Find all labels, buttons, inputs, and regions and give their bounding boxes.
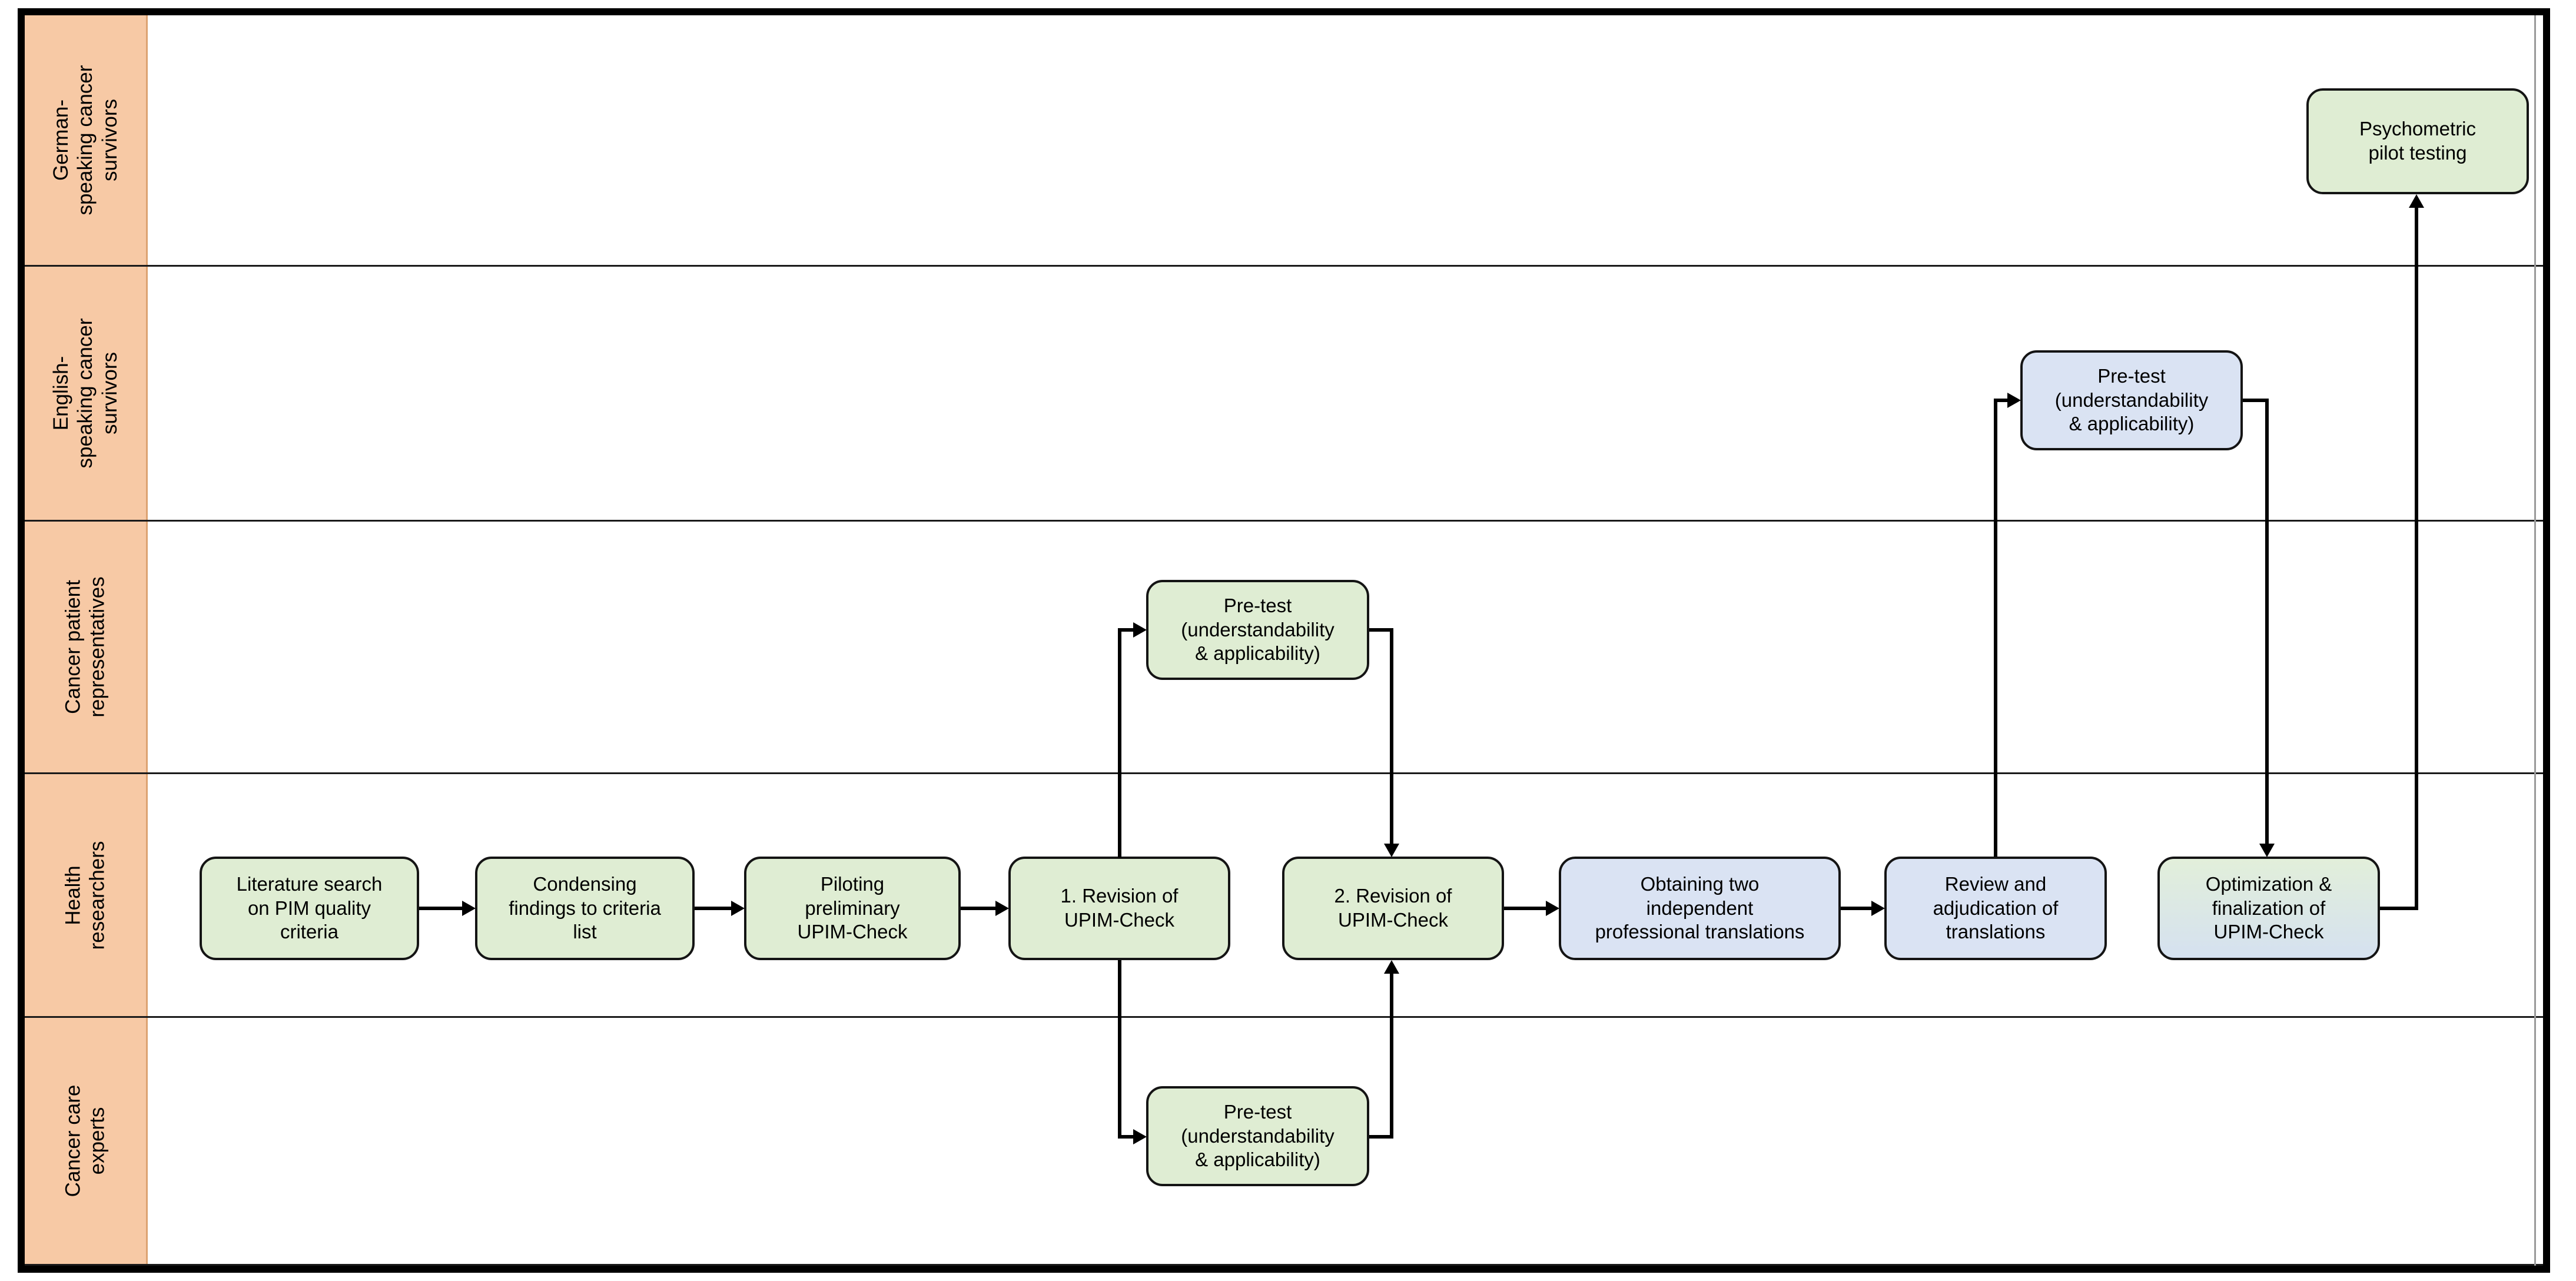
- lane-header-english-speaking-cancer-survivors: English- speaking cancer survivors: [25, 267, 148, 520]
- lane-body: [148, 267, 2543, 520]
- lane-header-german-speaking-cancer-survivors: German- speaking cancer survivors: [25, 15, 148, 265]
- diagram-frame: German- speaking cancer survivors Englis…: [18, 8, 2550, 1273]
- lane-cancer-patient-representatives: Cancer patient representatives: [25, 522, 2543, 774]
- lane-label: Cancer patient representatives: [61, 576, 109, 718]
- lane-body: [148, 522, 2543, 772]
- lane-header-cancer-care-experts: Cancer care experts: [25, 1018, 148, 1264]
- lane-english-speaking-cancer-survivors: English- speaking cancer survivors: [25, 267, 2543, 522]
- lane-german-speaking-cancer-survivors: German- speaking cancer survivors: [25, 15, 2543, 267]
- lane-label: English- speaking cancer survivors: [49, 318, 121, 469]
- lane-body: [148, 1018, 2543, 1264]
- lane-body: [148, 774, 2543, 1016]
- lane-label: Health researchers: [61, 841, 109, 950]
- lane-label: Cancer care experts: [61, 1084, 109, 1197]
- lane-body: [148, 15, 2543, 265]
- lane-health-researchers: Health researchers: [25, 774, 2543, 1018]
- lane-cancer-care-experts: Cancer care experts: [25, 1018, 2543, 1266]
- lane-header-health-researchers: Health researchers: [25, 774, 148, 1016]
- lane-label: German- speaking cancer survivors: [49, 65, 121, 215]
- lane-header-cancer-patient-representatives: Cancer patient representatives: [25, 522, 148, 772]
